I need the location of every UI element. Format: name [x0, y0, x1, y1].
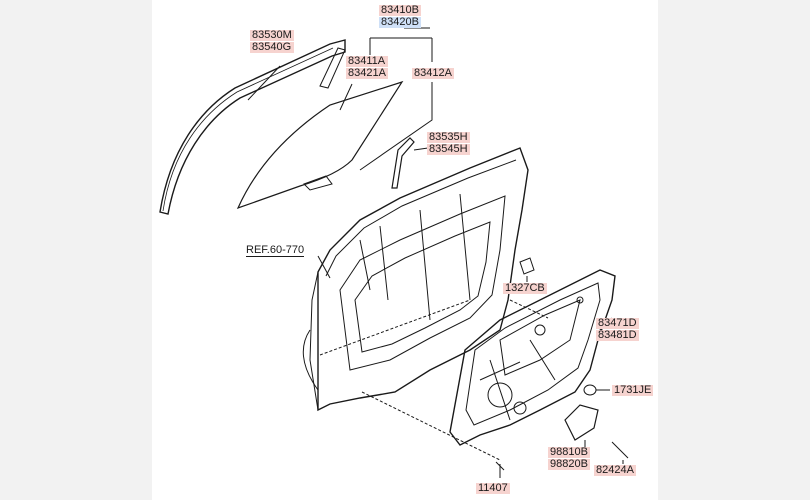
part-number: 98810B — [548, 446, 590, 458]
rear-channel — [391, 137, 415, 189]
glass-run-channel — [159, 39, 346, 215]
part-number: 98820B — [548, 458, 590, 470]
part-number: 83412A — [412, 67, 454, 79]
part-number: 1731JE — [612, 384, 654, 396]
part-number: 83471D — [596, 317, 639, 329]
label-glass: 83411A 83421A — [346, 56, 388, 80]
ref-label: REF.60-770 — [246, 244, 305, 257]
part-number: 83530M — [250, 29, 294, 41]
part-number: 83481D — [596, 329, 639, 341]
part-number: 83420B — [379, 16, 421, 28]
label-regulator: 83471D 83481D — [596, 318, 639, 342]
label-bolt-a: 82424A — [594, 465, 636, 477]
plug-part — [519, 257, 535, 275]
motor-part — [564, 404, 599, 441]
label-plug: 1327CB — [503, 283, 547, 295]
part-number: 83535H — [427, 131, 470, 143]
part-number: 83545H — [427, 143, 470, 155]
right-margin — [658, 0, 810, 500]
glass-run-upper — [319, 47, 346, 89]
label-grommet: 1731JE — [612, 384, 654, 397]
label-bolt-b: 11407 — [476, 483, 510, 495]
part-number: 83540G — [250, 42, 294, 53]
label-motor: 98810B 98820B — [548, 447, 590, 471]
label-channel: 83535H 83545H — [427, 132, 470, 156]
glass-clip — [303, 175, 333, 191]
part-number: 82424A — [594, 464, 636, 476]
regulator-panel — [449, 269, 616, 446]
part-number: 83410B — [379, 4, 421, 16]
part-number: 1327CB — [503, 282, 547, 294]
door-glass — [236, 80, 404, 210]
label-glass-assy: 83410B 83420B — [379, 5, 421, 29]
label-glass-run: 83530M 83540G — [250, 30, 294, 54]
door-frame — [317, 147, 529, 412]
bolt-11407 — [495, 461, 505, 478]
part-number: 83411A — [346, 56, 388, 67]
left-margin — [0, 0, 152, 500]
part-number: 83421A — [346, 67, 388, 79]
bolt-82424a — [611, 441, 629, 459]
grommet-part — [583, 384, 597, 396]
label-glass-sub: 83412A — [412, 68, 454, 80]
part-number: 11407 — [476, 482, 510, 494]
